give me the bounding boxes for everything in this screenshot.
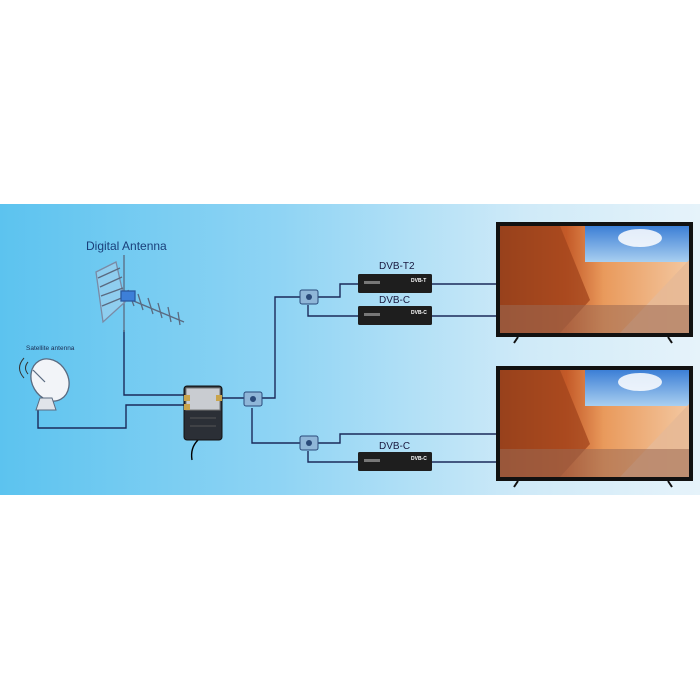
digital-antenna-icon	[95, 255, 185, 332]
cable-splitter-to-upper-branch	[262, 296, 300, 399]
digital-antenna-label: Digital Antenna	[86, 239, 167, 253]
tv-lower-icon	[496, 366, 693, 488]
cable-upper-split-to-dvbt2	[318, 283, 358, 298]
splitter-upper-icon	[299, 289, 319, 305]
receiver-dvbt2	[358, 274, 432, 293]
receiver-dvbc-lower	[358, 452, 432, 471]
tv-upper-icon	[496, 222, 693, 344]
splitter-lower-icon	[299, 435, 319, 451]
receiver-dvbc-upper-marking: DVB-C	[411, 310, 427, 316]
satellite-antenna-label: Satellite antenna	[26, 345, 75, 352]
multiswitch-icon	[183, 385, 223, 441]
receiver-dvbt2-label: DVB-T2	[379, 261, 415, 272]
receiver-dvbc-lower-marking: DVB-C	[411, 456, 427, 462]
satellite-antenna-icon	[19, 357, 70, 411]
cable-splitter-to-lower-branch	[251, 408, 300, 444]
receiver-dvbc-upper	[358, 306, 432, 325]
multiswitch-power-cable	[190, 439, 199, 461]
cable-lower-split-to-dvbc	[307, 451, 358, 463]
cable-satellite-to-multiswitch	[37, 404, 185, 429]
splitter-main-icon	[243, 391, 263, 407]
cable-lower-split-to-tv2	[318, 433, 498, 444]
receiver-dvbc-upper-label: DVB-C	[379, 295, 411, 306]
cable-antenna-to-multiswitch	[123, 330, 185, 396]
cable-upper-split-to-dvbc	[307, 305, 358, 317]
receiver-dvbc-lower-label: DVB-C	[379, 441, 411, 452]
receiver-dvbt2-marking: DVB-T	[411, 278, 427, 284]
cables	[37, 283, 498, 463]
